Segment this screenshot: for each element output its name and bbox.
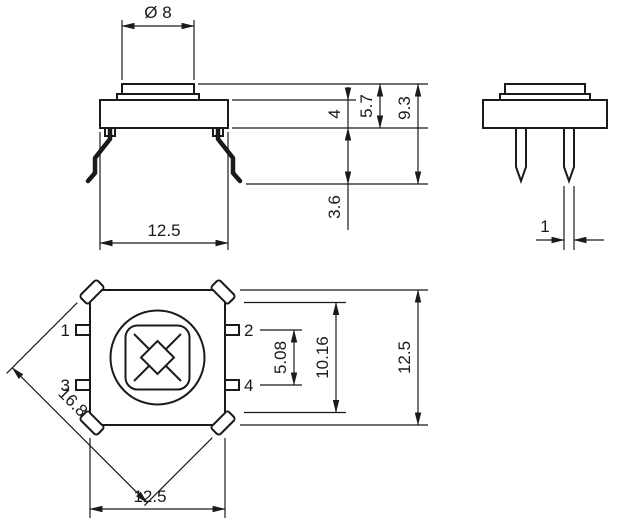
plunger-square: [124, 324, 191, 391]
dim-lead-width: 1: [540, 217, 549, 236]
straight-lead-left: [515, 127, 527, 184]
top-view-dimensions: 5.08 10.16 12.5 12.5 16.8: [6, 289, 428, 518]
front-view-dimensions: Ø 8 12.5 4 3.6 5.7 9.3: [99, 3, 428, 250]
extension-lines: [563, 186, 575, 250]
extension-lines: [6, 289, 428, 518]
dimension-line: [79, 434, 148, 504]
pin-2-lead: [224, 324, 240, 336]
dim-body-depth: 12.5: [395, 341, 414, 374]
dim-height-above-board: 5.7: [357, 94, 376, 118]
dim-body-width-bottom: 12.5: [133, 487, 166, 506]
button-cap: [121, 83, 195, 95]
dim-lead-length: 3.6: [325, 195, 344, 219]
front-view: [85, 83, 243, 184]
dim-total-height: 9.3: [395, 96, 414, 120]
bent-lead-left: [85, 127, 113, 184]
plunger-cross-ribs: [133, 333, 182, 382]
pin-1-lead: [75, 324, 91, 336]
top-view: 1 2 3 4: [61, 279, 253, 436]
side-view-dimensions: 1: [536, 186, 604, 250]
extension-lines: [99, 20, 428, 250]
dimension-line: [11, 367, 81, 436]
pin-2-label: 2: [244, 321, 253, 340]
pin-3-label: 3: [61, 376, 70, 395]
pin-4-label: 4: [244, 376, 253, 395]
button-cap: [504, 83, 586, 95]
pin-4-lead: [224, 379, 240, 391]
pin-3-lead: [75, 379, 91, 391]
pin-1-label: 1: [61, 321, 70, 340]
dim-lead-pitch: 5.08: [271, 341, 290, 374]
dim-body-height: 4: [325, 109, 344, 118]
bent-lead-right: [215, 127, 243, 184]
straight-lead-right: [563, 127, 575, 184]
switch-body: [482, 99, 608, 129]
center-diamond: [139, 339, 176, 376]
switch-body: [99, 99, 229, 129]
side-view: [482, 83, 608, 184]
dim-cap-diameter: Ø 8: [144, 3, 171, 22]
dim-lead-span: 10.16: [313, 336, 332, 379]
dim-body-width: 12.5: [147, 221, 180, 240]
